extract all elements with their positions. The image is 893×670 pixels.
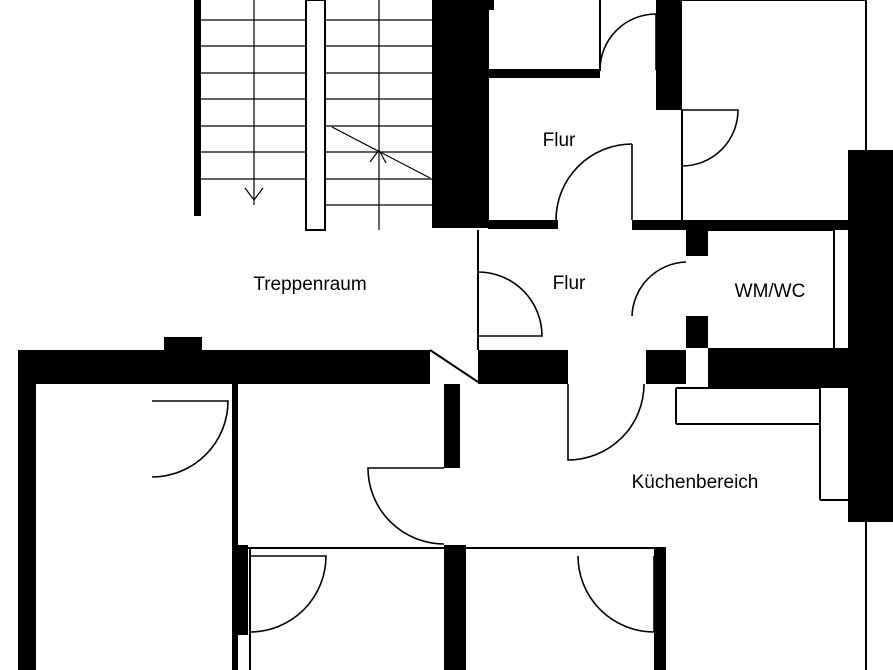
wall-horizontal-right-a bbox=[646, 350, 686, 384]
wall-horizontal-mid bbox=[478, 350, 568, 384]
wall-left-outer bbox=[18, 350, 36, 670]
wall-room-divider-b-bottom bbox=[444, 545, 460, 670]
wall-top-stub bbox=[468, 0, 494, 10]
wall-right-column bbox=[848, 150, 893, 522]
wall-small-stub-mid bbox=[460, 545, 466, 670]
door-lower-right-room bbox=[577, 555, 655, 633]
wall-room-divider-a bbox=[232, 384, 238, 670]
wall-flur-upper-bottom-right bbox=[632, 220, 848, 230]
door-lower-left-room bbox=[249, 555, 327, 633]
stair-direction-arrow-down bbox=[244, 187, 264, 201]
thin-top-room bbox=[487, 0, 601, 71]
stair-treads-left bbox=[201, 0, 306, 205]
door-kitchen-top bbox=[567, 383, 645, 461]
room-label-wm-wc: WM/WC bbox=[735, 281, 806, 302]
wall-small-stub-left bbox=[238, 545, 248, 635]
doors bbox=[151, 13, 739, 633]
wall-wc-left-top bbox=[686, 228, 708, 256]
room-label-treppenraum: Treppenraum bbox=[253, 274, 366, 295]
door-upper-right bbox=[681, 109, 739, 167]
stair-cut-line bbox=[331, 126, 431, 179]
walls bbox=[18, 0, 893, 670]
wall-horizontal-left bbox=[18, 350, 430, 384]
wall-room-divider-b-top bbox=[444, 384, 460, 468]
wall-flur-upper-bottom-left bbox=[488, 220, 558, 229]
wall-pillar-top bbox=[656, 0, 682, 110]
door-top-room bbox=[599, 13, 657, 71]
wall-stair-right bbox=[432, 0, 488, 228]
room-label-flur-lower: Flur bbox=[553, 273, 586, 294]
room-labels: Flur Flur Treppenraum WM/WC Küchenbereic… bbox=[253, 130, 805, 493]
wall-horizontal-right-b bbox=[708, 348, 848, 388]
door-left-room bbox=[151, 400, 229, 478]
room-label-flur-upper: Flur bbox=[543, 130, 576, 151]
stair-center-divider bbox=[305, 0, 326, 231]
wall-wc-left-bottom bbox=[686, 316, 708, 348]
stair-treads-right bbox=[325, 0, 432, 230]
stair-wall-left bbox=[194, 0, 201, 216]
door-flur-upper bbox=[555, 143, 633, 221]
door-wm-wc bbox=[631, 261, 687, 317]
door-middle-room bbox=[367, 467, 445, 545]
room-label-kuechenbereich: Küchenbereich bbox=[632, 472, 759, 493]
door-treppenraum bbox=[477, 271, 543, 337]
wall-kitchen-right-lower bbox=[654, 547, 666, 670]
wall-top-room-bottom bbox=[488, 70, 600, 78]
wall-column-stub bbox=[164, 337, 202, 351]
staircase bbox=[194, 0, 432, 231]
thin-walls bbox=[238, 0, 867, 670]
